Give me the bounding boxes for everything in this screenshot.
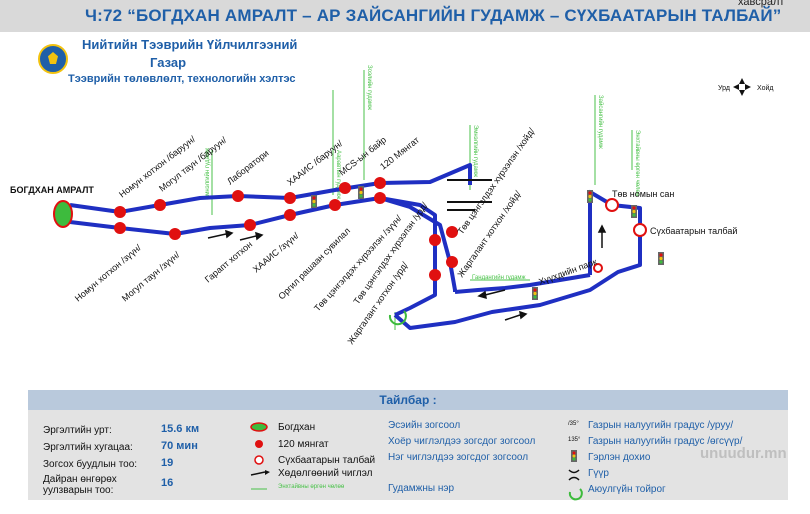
grade-label-4: Гүүр	[588, 468, 609, 479]
roundabout-icon	[388, 310, 407, 326]
stat-value-1: 15.6 км	[161, 423, 200, 435]
grade-label-1: Газрын налуугийн градус /уруу/	[588, 420, 734, 431]
legend-stop-type-1: Эсэийн зогсоол	[388, 420, 461, 431]
legend-symbols	[250, 422, 270, 490]
org-department: Тээврийн төлөвлөлт, технологийн хэлтэс	[68, 73, 296, 85]
compass-icon	[733, 78, 751, 96]
terminal-start-label: БОГДХАН АМРАЛТ	[10, 185, 94, 195]
stat-label-2: Эргэлтийн хугацаа:	[43, 442, 133, 453]
stop-label-bottom-3: Гарапт хотхон	[203, 239, 254, 284]
grade-label-2: Газрын налуугийн градус /өгсүүр/	[588, 436, 743, 447]
street-label-2: Ааравтын гудамж	[335, 150, 341, 199]
legend-panel: Тайлбар : Эргэлтийн урт: 15.6 км Эргэлти…	[28, 390, 788, 501]
stop-label-top-5: MCS-ын байр	[337, 135, 388, 178]
org-name-line2: Газар	[150, 55, 187, 70]
legend-street-name: Гудамжны нэр	[388, 483, 455, 494]
stat-value-2: 70 мин	[161, 440, 198, 452]
street-label-1: Эмнэлгийн гудамж	[204, 148, 211, 200]
stop-markers	[114, 177, 458, 281]
stat-value-3: 19	[161, 457, 174, 469]
corner-label: хавсралт	[738, 0, 785, 8]
stop-label-top-3: Лаборатори	[225, 148, 271, 187]
stop-khuukhdiin-park	[593, 263, 603, 273]
compass-east: Хойд	[757, 84, 773, 92]
stop-tov-nomyn-san	[605, 198, 619, 212]
route-map: Эмнэлгийн гудамж Ааравтын гудамж Зоэлийн…	[10, 65, 773, 346]
stat-label-4: Дайран өнгөрөх уулзварын тоо:	[43, 474, 117, 496]
legend-symbol-5: Энхтайвны өргөн чөлөө	[278, 484, 345, 490]
title-bar: Ч:72 “БОГДХАН АМРАЛТ – АР ЗАЙСАНГИЙН ГУД…	[0, 0, 810, 32]
stop-label-right-2: Төв номын сан	[612, 189, 674, 199]
stat-label-1: Эргэлтийн урт:	[43, 425, 112, 436]
page-title: Ч:72 “БОГДХАН АМРАЛТ – АР ЗАЙСАНГИЙН ГУД…	[85, 6, 782, 25]
legend-symbol-1: Богдхан	[278, 422, 316, 433]
street-label-4: Эмнэлгийн гудамж	[472, 125, 479, 177]
legend-title: Тайлбар :	[28, 390, 788, 410]
stop-label-right-3: Сүхбаатарын талбай	[650, 226, 737, 236]
direction-arrows	[207, 224, 607, 321]
legend-stop-type-3: Нэг чиглэлдээ зогсдог зогсоол	[388, 452, 529, 463]
grade-label-3: Гэрлэн дохио	[588, 452, 651, 463]
street-label-6: Энхтайвны өргөн чөлөө	[634, 130, 641, 197]
grade-tag-1: /35°	[568, 421, 579, 427]
legend-grade-icons	[568, 450, 583, 501]
watermark: unuudur.mn	[700, 445, 787, 462]
legend-symbol-4: Хөдөлгөөний чиглэл	[278, 468, 373, 479]
terminal-start-icon	[53, 200, 73, 228]
grade-tag-2: 135°	[568, 437, 581, 443]
compass-west: Урд	[718, 85, 730, 92]
grade-label-5: Аюулгүйн тойрог	[588, 484, 666, 495]
org-logo-icon	[38, 44, 68, 74]
legend-symbol-2: 120 мянгат	[278, 439, 329, 450]
org-name-line1: Нийтийн Тээврийн Үйлчилгээний	[82, 37, 298, 52]
legend-stop-type-2: Хоёр чиглэлдээ зогсдог зогсоол	[388, 436, 536, 447]
traffic-light-icons	[311, 186, 664, 300]
street-label-5: Зайсангийн гудамж	[597, 95, 604, 149]
street-label-7: Гандангийн гудамж	[472, 274, 526, 281]
stat-label-3: Зогсох буудлын тоо:	[43, 459, 138, 470]
stat-value-4: 16	[161, 477, 174, 489]
street-label-3: Зоэлийн гудамж	[366, 65, 373, 110]
stop-sukhbaatar-square	[633, 223, 647, 237]
legend-symbol-3: Сүхбаатарын талбай	[278, 455, 376, 466]
